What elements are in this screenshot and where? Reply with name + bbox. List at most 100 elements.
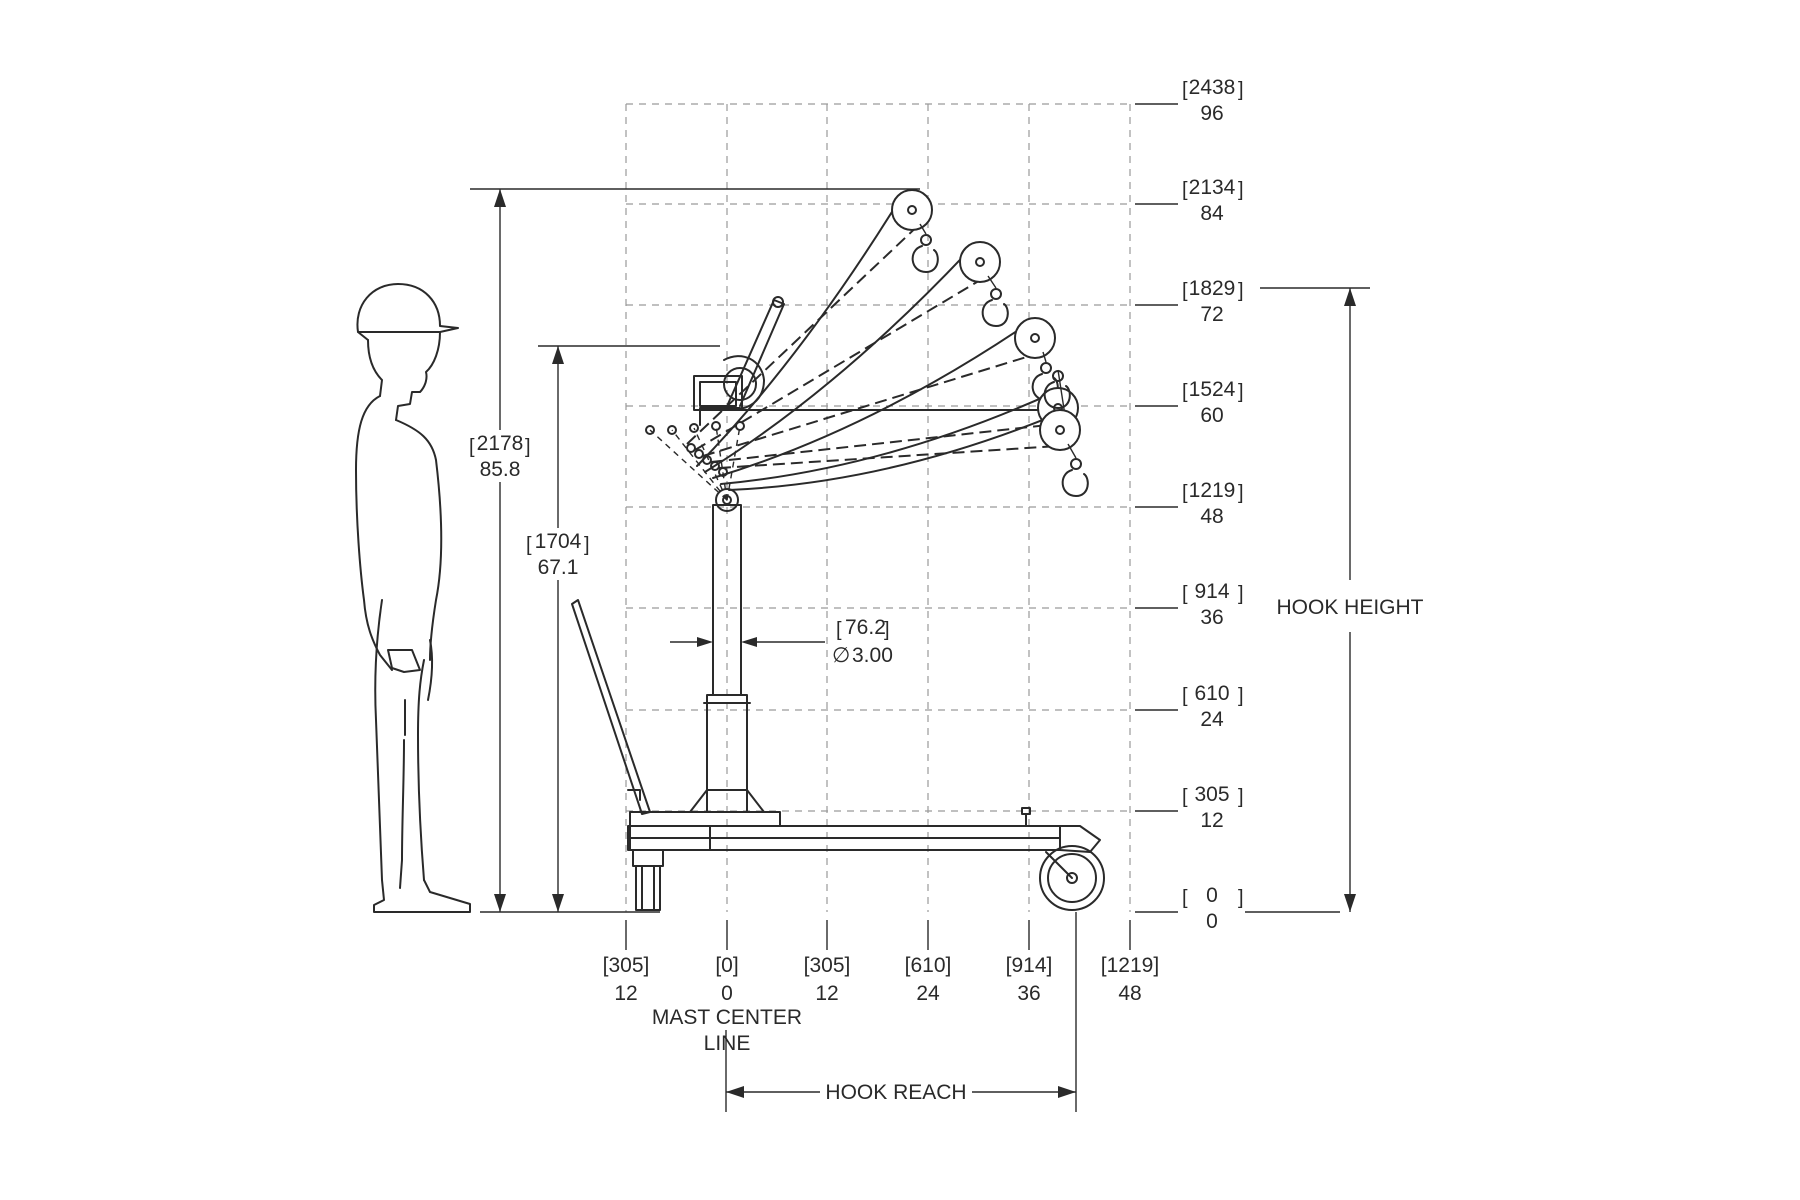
reference-grid — [625, 103, 1131, 912]
hook-height-label: HOOK HEIGHT — [1276, 596, 1423, 619]
y-tick-mm: 610 — [1194, 682, 1229, 705]
x-tick-mm: [610] — [905, 954, 952, 977]
y-tick-mm: 1524 — [1189, 378, 1236, 401]
svg-text:[: [ — [1182, 381, 1188, 403]
mast-height-in: 67.1 — [538, 556, 579, 579]
svg-text:[: [ — [1182, 179, 1188, 201]
boom-position — [718, 409, 1089, 497]
y-tick-label: [2134] 84 — [1182, 176, 1244, 225]
y-tick-label: [914] 36 — [1182, 580, 1244, 629]
y-tick-mm: 2438 — [1189, 76, 1236, 99]
overall-height-mm: 2178 — [477, 432, 524, 455]
hook — [981, 275, 1009, 327]
x-tick-in: 48 — [1118, 982, 1141, 1005]
hook-reach-label: HOOK REACH — [825, 1081, 966, 1104]
boom-position — [686, 189, 939, 467]
x-tick-label: [305] 12 — [603, 954, 650, 1005]
y-tick-in: 84 — [1200, 202, 1224, 225]
y-tick-in: 48 — [1200, 505, 1223, 528]
y-tick-in: 36 — [1200, 606, 1223, 629]
overall-height-dimension — [468, 188, 920, 912]
svg-text:]: ] — [1238, 79, 1244, 101]
overall-height-in: 85.8 — [480, 458, 521, 481]
svg-text:[: [ — [1182, 79, 1188, 101]
overall-height-label: 2178 [ ] 85.8 — [469, 432, 531, 481]
svg-text:[: [ — [1182, 583, 1188, 605]
y-tick-mm: 0 — [1206, 884, 1218, 907]
y-tick-mm: 914 — [1194, 580, 1229, 603]
crane-body — [571, 296, 1105, 911]
y-tick-in: 60 — [1200, 404, 1223, 427]
svg-text:[: [ — [469, 436, 475, 458]
x-tick-mm: [305] — [603, 954, 650, 977]
svg-text:]: ] — [1238, 381, 1244, 403]
svg-text:]: ] — [584, 534, 590, 556]
svg-text:]: ] — [884, 619, 890, 641]
svg-text:2178: 2178 — [477, 432, 524, 455]
x-tick-in: 12 — [614, 982, 637, 1005]
mast-diameter-mm: 76.2 — [845, 616, 886, 639]
svg-text:1704: 1704 — [535, 530, 582, 553]
human-figure — [355, 283, 471, 913]
x-tick-label: [1219] 48 — [1101, 954, 1159, 1005]
y-tick-mm: 305 — [1194, 783, 1229, 806]
svg-text:[: [ — [1182, 887, 1188, 909]
y-tick-in: 12 — [1200, 809, 1223, 832]
x-tick-in: 12 — [815, 982, 838, 1005]
svg-text:]: ] — [1238, 179, 1244, 201]
y-tick-in: 0 — [1206, 910, 1218, 933]
y-tick-mm: 1219 — [1189, 479, 1236, 502]
y-tick-in: 24 — [1200, 708, 1224, 731]
boom-positions — [645, 189, 1089, 501]
y-tick-mm: 2134 — [1189, 176, 1236, 199]
x-tick-mm: [1219] — [1101, 954, 1159, 977]
x-tick-label: [305] 12 — [804, 954, 851, 1005]
hook-height-dimension — [1260, 287, 1370, 912]
mast-center-line-label-2: LINE — [704, 1032, 751, 1055]
x-tick-label: [0]0 — [715, 954, 738, 1005]
hook — [1061, 443, 1089, 497]
y-tick-label: [2438] 96 — [1182, 76, 1244, 125]
svg-text:]: ] — [1238, 482, 1244, 504]
y-tick-label: [610] 24 — [1182, 682, 1244, 731]
svg-text:[: [ — [1182, 786, 1188, 808]
svg-text:[: [ — [836, 619, 842, 641]
svg-text:[: [ — [1182, 280, 1188, 302]
y-tick-in: 96 — [1200, 102, 1223, 125]
y-tick-label: [1219] 48 — [1182, 479, 1244, 528]
y-tick-in: 72 — [1200, 303, 1223, 326]
svg-text:[: [ — [1182, 482, 1188, 504]
mast-height-dimension — [524, 345, 720, 912]
y-tick-label: [305] 12 — [1182, 783, 1244, 832]
mast-height-mm: 1704 — [535, 530, 582, 553]
svg-text:]: ] — [525, 436, 531, 458]
svg-text:]: ] — [1238, 887, 1244, 909]
y-tick-label: [1524] 60 — [1182, 378, 1244, 427]
svg-text:[: [ — [1182, 685, 1188, 707]
x-tick-mm: [305] — [804, 954, 851, 977]
svg-text:]: ] — [1238, 583, 1244, 605]
boom-pivot-fan — [645, 421, 745, 501]
hook — [911, 223, 939, 273]
y-tick-label: [1829] 72 — [1182, 277, 1244, 326]
y-axis-tick-labels: [2438] 96 [2134] 84 [1829] 72 [1524] 60 [1219] 48… — [1135, 76, 1244, 933]
boom-position — [694, 241, 1009, 473]
mast-center-line-label-1: MAST CENTER — [652, 1006, 802, 1029]
hook-reach-dimension — [725, 912, 1077, 1112]
svg-text:]: ] — [1238, 786, 1244, 808]
x-tick-label: [914] 36 — [1006, 954, 1053, 1005]
x-tick-mm: [0] — [715, 954, 738, 977]
x-tick-in: 36 — [1017, 982, 1040, 1005]
x-tick-label: [610] 24 — [905, 954, 952, 1005]
y-tick-mm: 1829 — [1189, 277, 1236, 300]
mast-diameter-dimension — [670, 637, 825, 647]
x-tick-in: 24 — [916, 982, 940, 1005]
svg-text:]: ] — [1238, 685, 1244, 707]
svg-text:]: ] — [1238, 280, 1244, 302]
x-tick-in: 0 — [721, 982, 733, 1005]
x-tick-mm: [914] — [1006, 954, 1053, 977]
x-axis-tick-labels: [305]12[0]0[305]12[610]24[914]36[1219]48 — [603, 920, 1159, 1005]
y-tick-label: [0] 0 — [1182, 884, 1244, 933]
diameter-symbol: ∅ — [832, 644, 850, 667]
